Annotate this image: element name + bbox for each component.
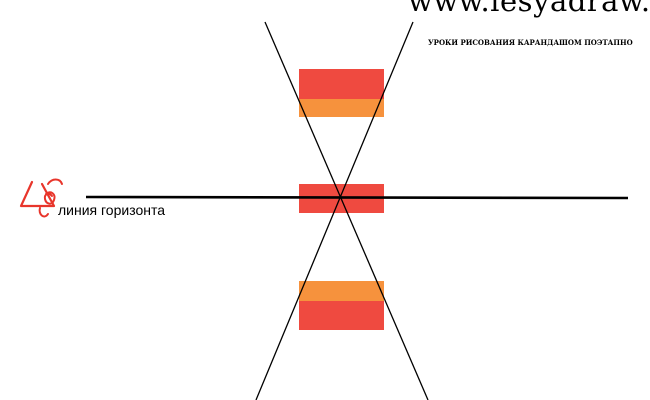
watermark-subtitle: УРОКИ РИСОВАНИЯ КАРАНДАШОМ ПОЭТАПНО (428, 38, 633, 47)
eye-pyramid-icon (19, 178, 63, 218)
horizon-line (85, 195, 629, 200)
upper-box-front-face (299, 69, 384, 99)
lower-box-top-face (299, 281, 384, 301)
lower-box (299, 281, 384, 330)
upper-box (299, 69, 384, 117)
upper-box-bottom-face (299, 99, 384, 117)
perspective-line-right (255, 21, 414, 400)
lower-box-front-face (299, 301, 384, 330)
watermark-url: www.lesyadraw.ru (408, 0, 650, 18)
perspective-line-left (264, 21, 429, 400)
horizon-label: линия горизонта (58, 202, 166, 218)
